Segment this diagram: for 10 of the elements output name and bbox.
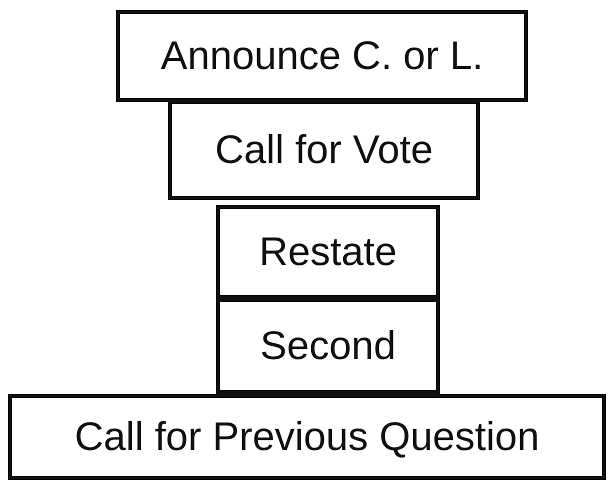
box-label: Restate [259,230,397,274]
box-label: Announce C. or L. [160,34,484,78]
process-box [216,205,440,299]
process-box [216,298,440,394]
process-box [116,10,528,102]
box-label: Call for Vote [215,128,433,172]
box-label: Second [260,324,396,368]
box-label: Call for Previous Question [74,414,540,460]
process-box [8,394,606,480]
process-box [168,100,480,200]
